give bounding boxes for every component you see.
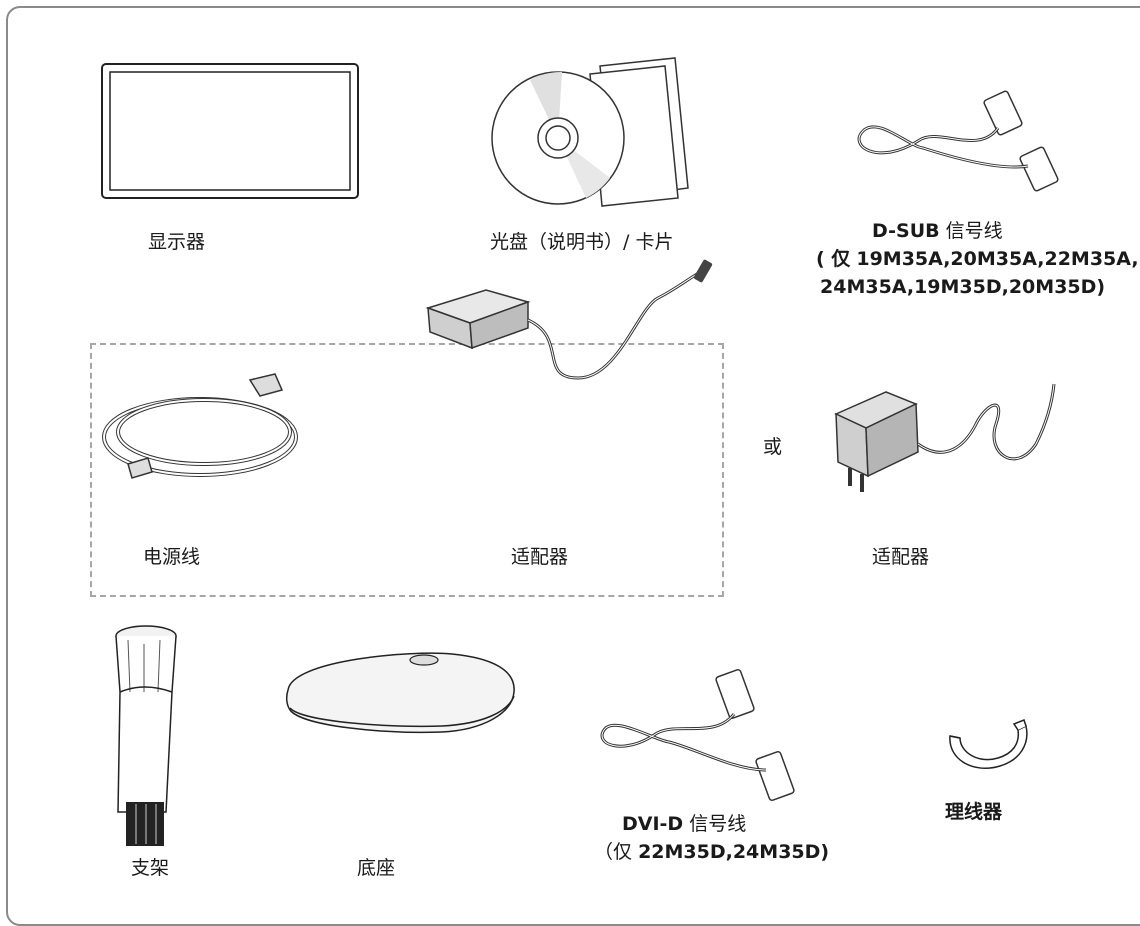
dvi-note-open: （仅 xyxy=(594,841,633,863)
dvi-label: DVI-D 信号线 xyxy=(622,812,746,837)
dsub-note-line2: 24M35A,19M35D,20M35D) xyxy=(820,275,1105,300)
dsub-note-models-2: 24M35A,19M35D,20M35D) xyxy=(820,276,1106,298)
dsub-note-models-1: 19M35A,20M35A,22M35A, xyxy=(856,248,1139,270)
dsub-model: D-SUB xyxy=(872,220,940,242)
dsub-label: D-SUB 信号线 xyxy=(872,219,1003,244)
adapter-illustration-2 xyxy=(826,383,1056,504)
base-label: 底座 xyxy=(357,857,396,879)
power-cord-illustration xyxy=(100,372,310,492)
dsub-note-open: ( 仅 xyxy=(816,248,851,270)
adapter-illustration-1 xyxy=(425,259,718,388)
dsub-cable-illustration xyxy=(848,86,1068,206)
optional-group-border xyxy=(90,343,724,597)
adapter-label-1: 适配器 xyxy=(511,546,569,568)
or-text: 或 xyxy=(763,436,783,458)
base-illustration xyxy=(282,630,522,740)
cable-holder-label: 理线器 xyxy=(945,800,1002,825)
dvi-cable-illustration xyxy=(594,668,804,810)
stand-label: 支架 xyxy=(131,857,170,879)
cd-card-label: 光盘（说明书）/ 卡片 xyxy=(490,231,674,253)
dvi-note-models: 22M35D,24M35D) xyxy=(638,841,830,863)
cable-holder-illustration xyxy=(944,719,1034,780)
adapter-label-2: 适配器 xyxy=(872,546,930,568)
cd-card-illustration xyxy=(490,57,690,218)
power-cord-label: 电源线 xyxy=(143,546,201,568)
monitor-label: 显示器 xyxy=(148,231,206,253)
dvi-model: DVI-D xyxy=(622,813,684,835)
cable-holder-label-text: 理线器 xyxy=(945,801,1003,823)
dsub-label-text: 信号线 xyxy=(945,220,1003,242)
dvi-label-text: 信号线 xyxy=(689,813,747,835)
dvi-note: （仅 22M35D,24M35D) xyxy=(594,840,829,865)
stand-illustration xyxy=(104,622,184,862)
monitor-illustration xyxy=(100,62,360,202)
dsub-note-line1: ( 仅 19M35A,20M35A,22M35A, xyxy=(816,247,1139,272)
